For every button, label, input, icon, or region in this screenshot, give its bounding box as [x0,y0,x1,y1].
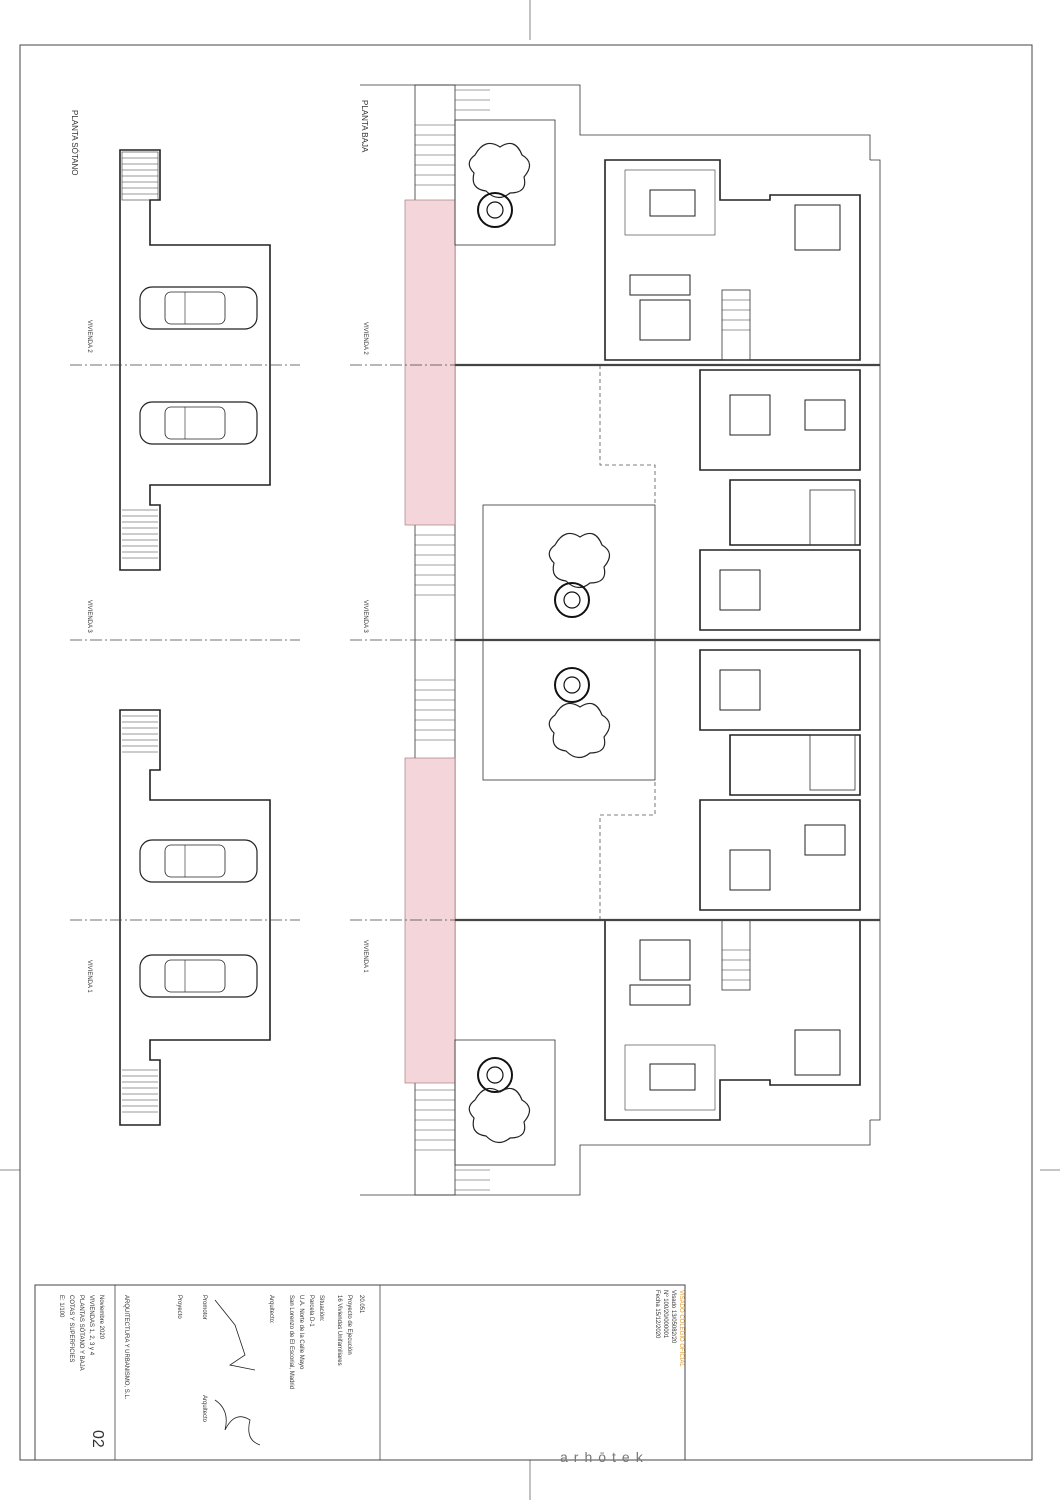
stair-icon [809,489,856,546]
signature-label-promotor: Promotor [201,1295,207,1320]
unit-label: VIVIENDA 3 [86,600,92,633]
car-icon [139,286,258,330]
kitchen-table-icon [794,1029,841,1076]
signature-mark [214,1299,256,1371]
visa-stamp-line-1: VISADO COLEGIO OFICIAL [678,1290,684,1367]
unit-label: VIVIENDA 2 [86,320,92,353]
client-line-1: Proyecto de Ejecución [346,1295,352,1355]
unit-label: VIVIENDA 3 [362,600,368,633]
tree-icon [468,142,531,228]
sheet-title-2: PLANTAS SÓTANO Y BAJA [78,1295,85,1371]
house-unit-3 [699,649,861,911]
car-icon [139,401,258,445]
signature-label-author: Arquitecto [201,1395,207,1423]
visa-stamp-line-2: Visado 13/05082/20 [670,1290,676,1344]
title-block-frame [34,1284,686,1461]
client-line-2: 16 Viviendas Unifamiliares [336,1295,342,1366]
sheet-title-1: VIVIENDAS 1, 2, 3 y 4 [88,1295,94,1356]
dining-table-icon [804,399,846,431]
house-unit-1 [604,159,861,361]
visa-stamp-line-3: Nº 100/20/000001 [662,1290,669,1339]
upper-garage-walls [119,149,271,571]
walkway-steps [415,89,490,1191]
unit-label: VIVIENDA 1 [362,940,368,973]
brand-logo: arhōtek [560,1449,649,1465]
basement-plan: PLANTA SÓTANO VIVIENDA 2 VIVIENDA 3 VIVI… [70,110,300,1126]
location-line-2: U.A. Norte de la Calle Mayo [298,1295,304,1370]
stair-icon [721,919,751,991]
visa-stamp-line-4: Fecha 15/12/2020 [654,1290,660,1339]
stair-icon [809,734,856,791]
title-block: Noviembre 2020 VIVIENDAS 1, 2, 3 y 4 PLA… [34,1284,686,1465]
date-text: Noviembre 2020 [98,1295,104,1340]
tree-icon [548,532,611,618]
sofa-icon [639,939,691,981]
car-icon [139,954,258,998]
dining-table-icon [624,169,716,236]
sheet-number: 02 [89,1430,106,1448]
ground-plan-title: PLANTA BAJA [360,100,369,153]
terrace-outline [599,780,656,920]
basement-plan-title: PLANTA SÓTANO [70,110,79,176]
house-unit-2 [699,369,861,631]
site-boundary-bottom [360,1120,871,1196]
site-boundary-top [360,84,871,160]
company-name: ARQUITECTURA Y URBANISMO, S.L. [123,1295,129,1400]
driveway-ramp [404,199,456,526]
location-label: Situación: [318,1295,324,1322]
sofa-icon [639,299,691,341]
scale-text: E: 1/100 [58,1295,64,1318]
terrace-outline [599,365,656,505]
front-garden [454,1039,556,1166]
dining-table-icon [804,824,846,856]
tree-icon [548,667,611,759]
kitchen-table-icon [794,204,841,251]
sofa-icon [729,394,771,436]
kitchen-table-icon [719,669,761,711]
car-icon [139,839,258,883]
stair-icon [721,289,751,361]
author-label: Arquitecto: [268,1295,274,1324]
sofa-icon [729,849,771,891]
dining-table-icon [624,1044,716,1111]
unit-label: VIVIENDA 2 [362,322,368,355]
tree-icon [468,1057,531,1144]
location-line-1: Parcela D-1 [308,1295,314,1327]
central-garden [482,504,656,781]
driveway-ramp [404,757,456,1084]
front-garden [454,119,556,246]
project-label: Proyecto [176,1295,182,1319]
unit-label: VIVIENDA 1 [86,960,92,993]
project-code: 20.051 [358,1295,364,1314]
location-line-3: San Lorenzo de El Escorial, Madrid [288,1295,294,1389]
signature-mark [214,1399,261,1446]
kitchen-table-icon [719,569,761,611]
house-unit-4 [604,919,861,1121]
sheet-title-3: COTAS Y SUPERFICIES [68,1295,74,1362]
lower-garage-walls [119,709,271,1126]
ground-floor-plan: PLANTA BAJA VIVIENDA 2 VIVIENDA 3 VIVIEN… [350,84,881,1196]
